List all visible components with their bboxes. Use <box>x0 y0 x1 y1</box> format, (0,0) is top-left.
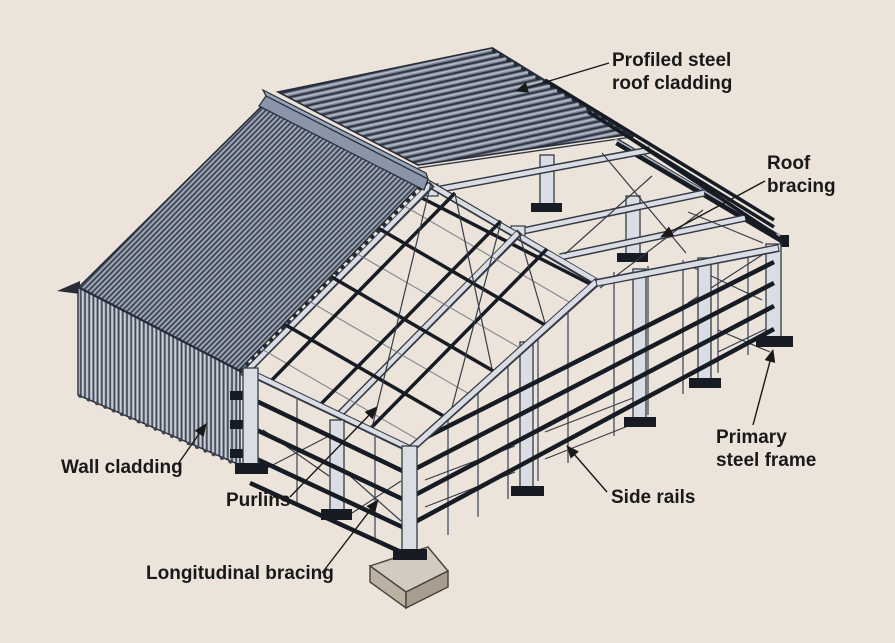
leader-primary-steel-frame <box>752 349 776 426</box>
label-profiled-steel-roof-cladding: Profiled steel roof cladding <box>612 50 733 94</box>
roof-sheet-scallop-edge <box>491 48 636 139</box>
label-side-rails: Side rails <box>611 487 696 508</box>
eave-flashing-tip <box>57 281 80 294</box>
concrete-pad-foundation <box>368 546 450 610</box>
label-longitudinal-bracing: Longitudinal bracing <box>146 563 334 584</box>
leader-roof-cladding <box>515 62 610 93</box>
leader-purlins <box>289 406 378 498</box>
label-wall-cladding: Wall cladding <box>61 457 183 478</box>
leader-lines <box>177 62 776 574</box>
far-roof-rafters <box>423 146 746 261</box>
eave-beam <box>236 363 418 456</box>
wall-sheet-scallop-edge <box>78 394 242 468</box>
near-roof-cross-members <box>266 191 549 433</box>
roof-bracing-rods-near <box>371 182 546 429</box>
leader-longitudinal-bracing <box>321 499 379 574</box>
near-sheet-scallop-edge <box>237 180 428 375</box>
leader-roof-bracing <box>660 180 766 238</box>
leader-side-rails <box>566 445 608 493</box>
side-wall <box>236 363 418 560</box>
label-purlins: Purlins <box>226 490 291 511</box>
clad-bay-corner-column <box>230 367 268 474</box>
ridge-cap-flashing <box>258 88 430 191</box>
ridge-beam <box>417 177 600 289</box>
side-rails <box>245 393 414 560</box>
primary-frame-corner-column <box>765 243 782 339</box>
label-roof-bracing: Roof bracing <box>767 153 836 197</box>
label-primary-steel-frame: Primary steel frame <box>716 427 817 471</box>
front-corner-column <box>393 445 427 560</box>
leader-wall-cladding <box>177 423 207 465</box>
gable-side-rails <box>413 259 776 524</box>
gable-rafters <box>408 244 780 452</box>
